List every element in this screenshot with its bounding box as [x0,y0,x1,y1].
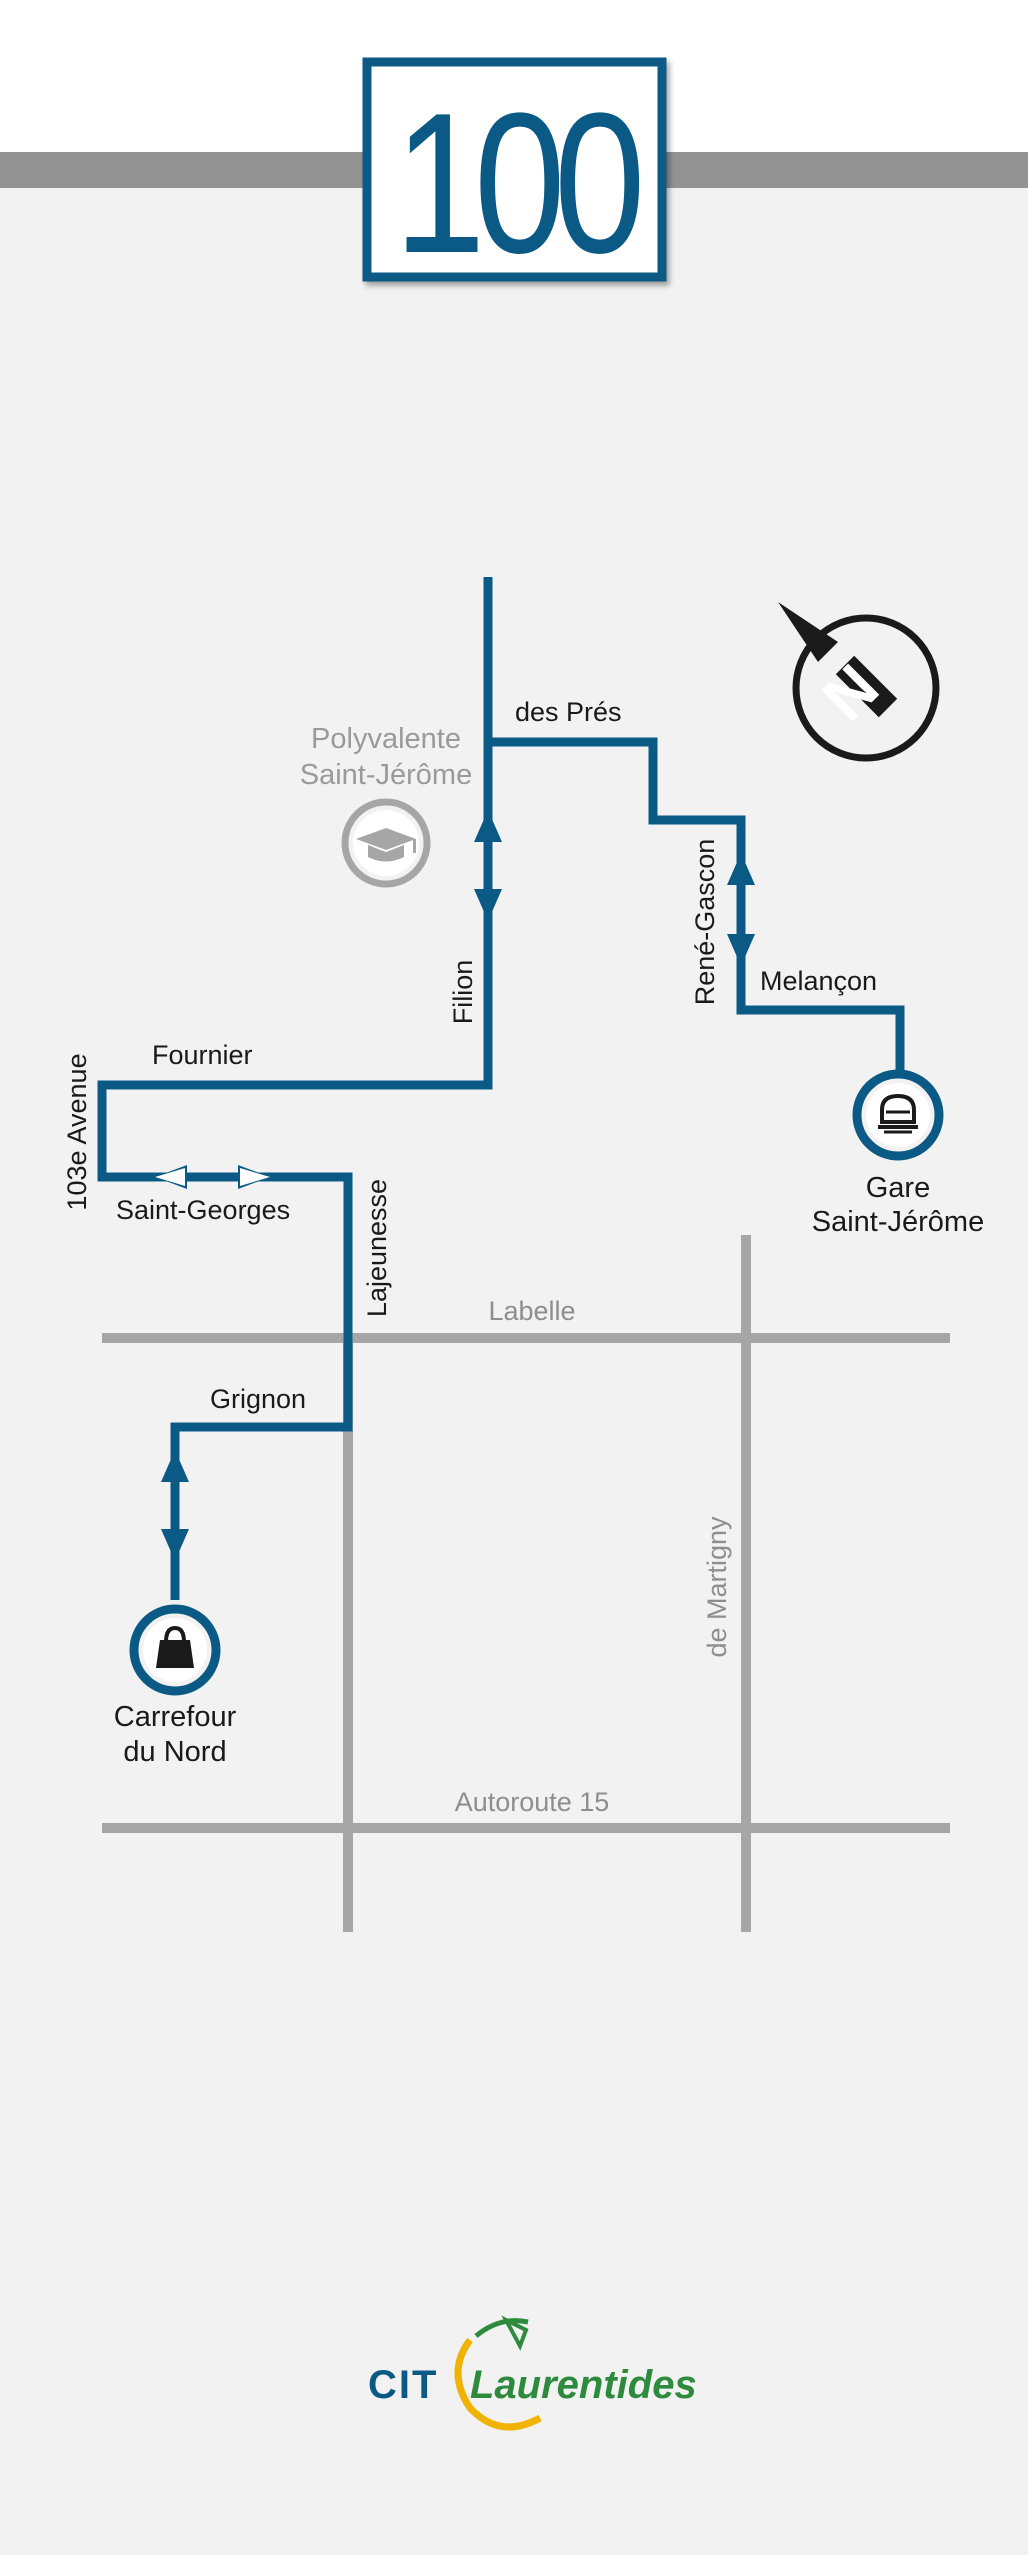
gare-label-line1: Gare [866,1172,930,1204]
street-label-saint-georges: Saint-Georges [116,1195,290,1225]
north-arrow-compass: N [778,602,940,762]
gare-label-line2: Saint-Jérôme [812,1206,984,1238]
carrefour-marker [129,1604,221,1696]
logo-text-cit: CIT [368,2363,438,2407]
two-way-arrow-filion [474,810,502,921]
street-label-des-pres: des Prés [515,697,622,727]
street-label-103e-avenue: 103e Avenue [62,1053,92,1210]
street-label-de-martigny: de Martigny [702,1516,732,1658]
street-label-filion: Filion [448,960,478,1025]
north-arrow-icon [778,602,838,662]
polyvalente-label-line2: Saint-Jérôme [300,759,472,791]
street-label-fournier: Fournier [152,1040,253,1070]
street-label-melancon: Melançon [760,966,877,996]
logo-swoosh-yellow [454,2337,542,2431]
cit-laurentides-logo: CIT Laurentides [368,2315,697,2431]
compass-north-letter: N [809,651,893,735]
logo-arrow-icon [501,2315,529,2351]
gare-marker [852,1069,944,1161]
polyvalente-label-line1: Polyvalente [311,723,461,755]
train-icon [878,1093,918,1134]
two-way-arrow-grignon [161,1450,189,1561]
route-number: 100 [394,72,640,295]
route-number-badge [362,57,667,282]
logo-swoosh-green [474,2318,529,2338]
route-line [97,577,905,1600]
street-label-grignon: Grignon [210,1384,306,1414]
two-way-arrow-rene-gascon [727,853,755,966]
carrefour-label-line1: Carrefour [114,1701,237,1733]
carrefour-label-line2: du Nord [123,1736,226,1768]
graduation-cap-icon [356,828,416,862]
street-label-labelle: Labelle [488,1296,575,1326]
street-label-autoroute-15: Autoroute 15 [455,1787,610,1817]
roads [102,1235,950,1932]
polyvalente-marker [341,798,431,888]
two-way-arrow-saint-georges [155,1165,270,1189]
street-label-rene-gascon: René-Gascon [690,839,720,1006]
street-label-lajeunesse: Lajeunesse [362,1179,392,1317]
shopping-bag-icon [156,1625,194,1668]
logo-text-laurentides: Laurentides [470,2363,697,2407]
